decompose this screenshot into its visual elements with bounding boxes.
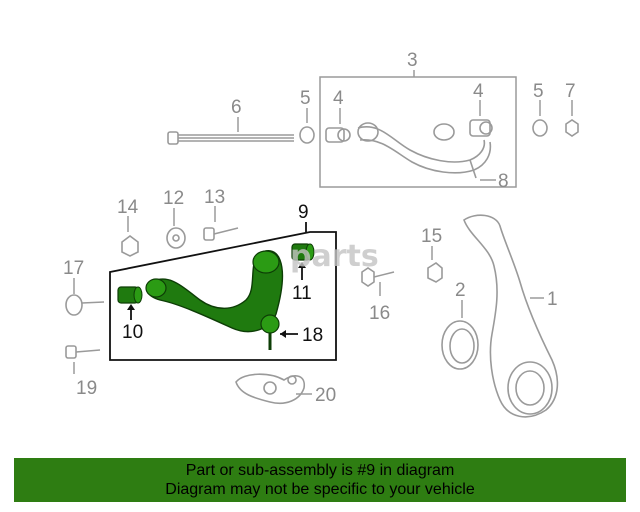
watermark-text: parts xyxy=(290,239,379,274)
dust-seal[interactable] xyxy=(441,320,479,370)
callout-19[interactable]: 19 xyxy=(76,378,97,399)
knuckle-nut[interactable] xyxy=(427,262,443,283)
callout-14[interactable]: 14 xyxy=(117,197,139,218)
long-bolt[interactable] xyxy=(167,131,294,145)
cam-washer[interactable] xyxy=(166,227,186,249)
cam-nut[interactable] xyxy=(121,235,139,257)
callout-18[interactable]: 18 xyxy=(302,325,323,346)
upper-arm-bushing-left[interactable] xyxy=(325,127,351,143)
steering-knuckle[interactable] xyxy=(463,214,559,418)
callout-9[interactable]: 9 xyxy=(298,202,309,223)
callout-4-right[interactable]: 4 xyxy=(473,81,484,102)
callout-20[interactable]: 20 xyxy=(315,385,336,406)
callout-10[interactable]: 10 xyxy=(122,322,143,343)
callout-11[interactable]: 11 xyxy=(292,283,312,304)
nut[interactable] xyxy=(565,119,579,137)
lower-control-arm[interactable] xyxy=(145,250,284,350)
upper-control-arm[interactable] xyxy=(357,122,492,179)
lower-bolt[interactable] xyxy=(65,345,101,359)
knuckle-bolt[interactable] xyxy=(361,267,395,287)
callout-1[interactable]: 1 xyxy=(547,289,558,310)
callout-8[interactable]: 8 xyxy=(498,171,509,192)
washer-left[interactable] xyxy=(299,126,315,144)
lower-arm-bushing-front[interactable] xyxy=(117,286,143,304)
callout-17[interactable]: 17 xyxy=(63,258,84,279)
callout-13[interactable]: 13 xyxy=(204,187,225,208)
callout-6[interactable]: 6 xyxy=(231,97,242,118)
washer-right[interactable] xyxy=(532,119,548,137)
callout-2[interactable]: 2 xyxy=(455,280,466,301)
banner-line-1: Part or sub-assembly is #9 in diagram xyxy=(185,462,455,479)
upper-arm-bushing-right[interactable] xyxy=(469,119,493,137)
callout-12[interactable]: 12 xyxy=(163,188,184,209)
callout-16[interactable]: 16 xyxy=(369,303,390,324)
callout-15[interactable]: 15 xyxy=(421,226,442,247)
banner-line-2: Diagram may not be specific to your vehi… xyxy=(165,481,475,498)
lower-bracket[interactable] xyxy=(235,373,306,404)
callout-4-left[interactable]: 4 xyxy=(333,88,344,109)
callout-5-left[interactable]: 5 xyxy=(300,88,311,109)
cam-bolt[interactable] xyxy=(203,227,239,241)
cam-bolt-lower[interactable] xyxy=(65,294,105,316)
callout-5-right[interactable]: 5 xyxy=(533,81,544,102)
info-banner: Part or sub-assembly is #9 in diagram Di… xyxy=(14,458,626,502)
upper-arm-box xyxy=(319,76,517,188)
lower-arm-bushing-rear[interactable] xyxy=(291,243,315,261)
callout-7[interactable]: 7 xyxy=(565,81,576,102)
callout-3[interactable]: 3 xyxy=(407,50,418,71)
lower-arm-box xyxy=(109,231,337,361)
